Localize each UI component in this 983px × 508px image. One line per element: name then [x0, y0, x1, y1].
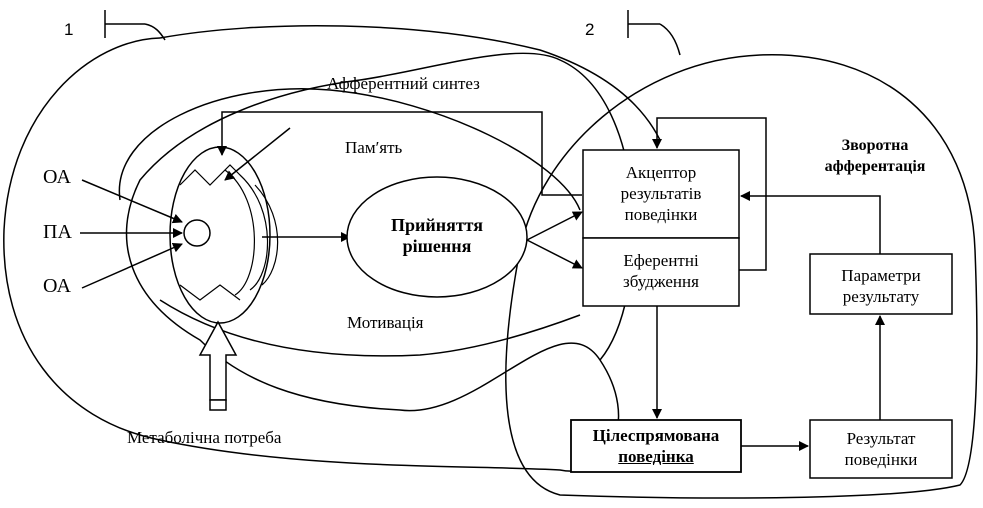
decision-to-acceptor-arrow	[526, 211, 583, 241]
oa-top-label: ОА	[43, 166, 71, 188]
result-line-1: Результат	[846, 429, 916, 448]
contour-system-2	[505, 54, 978, 499]
decision-line-1: Прийняття	[390, 215, 484, 235]
contour-system-1-top	[159, 24, 661, 141]
behavior-line-2: поведінка	[618, 447, 694, 466]
metabolic-need-arrow	[198, 320, 238, 401]
feedback-line-2: афферентація	[824, 158, 926, 175]
parameters-line-2: результату	[842, 287, 920, 306]
memory-arrow	[224, 127, 291, 181]
decision-to-efferent-arrow	[526, 239, 583, 269]
metabolic-need-label: Метаболічна потреба	[127, 428, 282, 447]
acceptor-line-2: результатів	[620, 184, 702, 203]
oa-top-arrow	[81, 179, 183, 224]
decision-label: Прийняття рішення	[377, 215, 497, 257]
feedback-label: Зворотна афферентація	[800, 135, 950, 177]
pa-label: ПА	[43, 221, 72, 243]
oa-bottom-arrow	[81, 243, 183, 289]
efferent-line-2: збудження	[623, 272, 699, 291]
brain-inner-lines	[179, 164, 279, 301]
result-box	[809, 419, 953, 479]
contour-system-1	[3, 37, 635, 472]
acceptor-label: Акцептор результатів поведінки	[583, 162, 739, 225]
parameters-box	[809, 253, 953, 315]
center-node	[183, 219, 211, 247]
acceptor-box	[582, 149, 740, 239]
oa-bottom-label: ОА	[43, 275, 71, 297]
afferent-synthesis-label: Афферентний синтез	[327, 74, 480, 93]
acceptor-line-3: поведінки	[624, 205, 698, 224]
system-2-number: 2	[585, 20, 595, 39]
feedback-afferentation-arrow	[740, 191, 881, 254]
acceptor-line-1: Акцептор	[625, 163, 697, 182]
motivation-label: Мотивація	[347, 313, 424, 332]
system-1-number: 1	[64, 20, 74, 39]
behavior-label: Цілеспрямована поведінка	[571, 425, 741, 467]
parameters-label: Параметри результату	[810, 265, 952, 307]
efferent-box	[582, 237, 740, 307]
efferent-line-1: Еферентні	[623, 251, 699, 270]
result-label: Результат поведінки	[810, 428, 952, 470]
result-line-2: поведінки	[844, 450, 918, 469]
efferent-to-acceptor-loop	[652, 117, 767, 271]
decision-ellipse	[346, 176, 528, 298]
memory-label: Пам′ять	[345, 138, 403, 157]
feedback-line-1: Зворотна	[841, 137, 909, 154]
parameters-line-1: Параметри	[841, 266, 921, 285]
decision-line-2: рішення	[402, 236, 472, 256]
acceptor-to-brain-loop	[217, 111, 582, 196]
behavior-line-1: Цілеспрямована	[592, 426, 720, 445]
efferent-label: Еферентні збудження	[583, 250, 739, 292]
